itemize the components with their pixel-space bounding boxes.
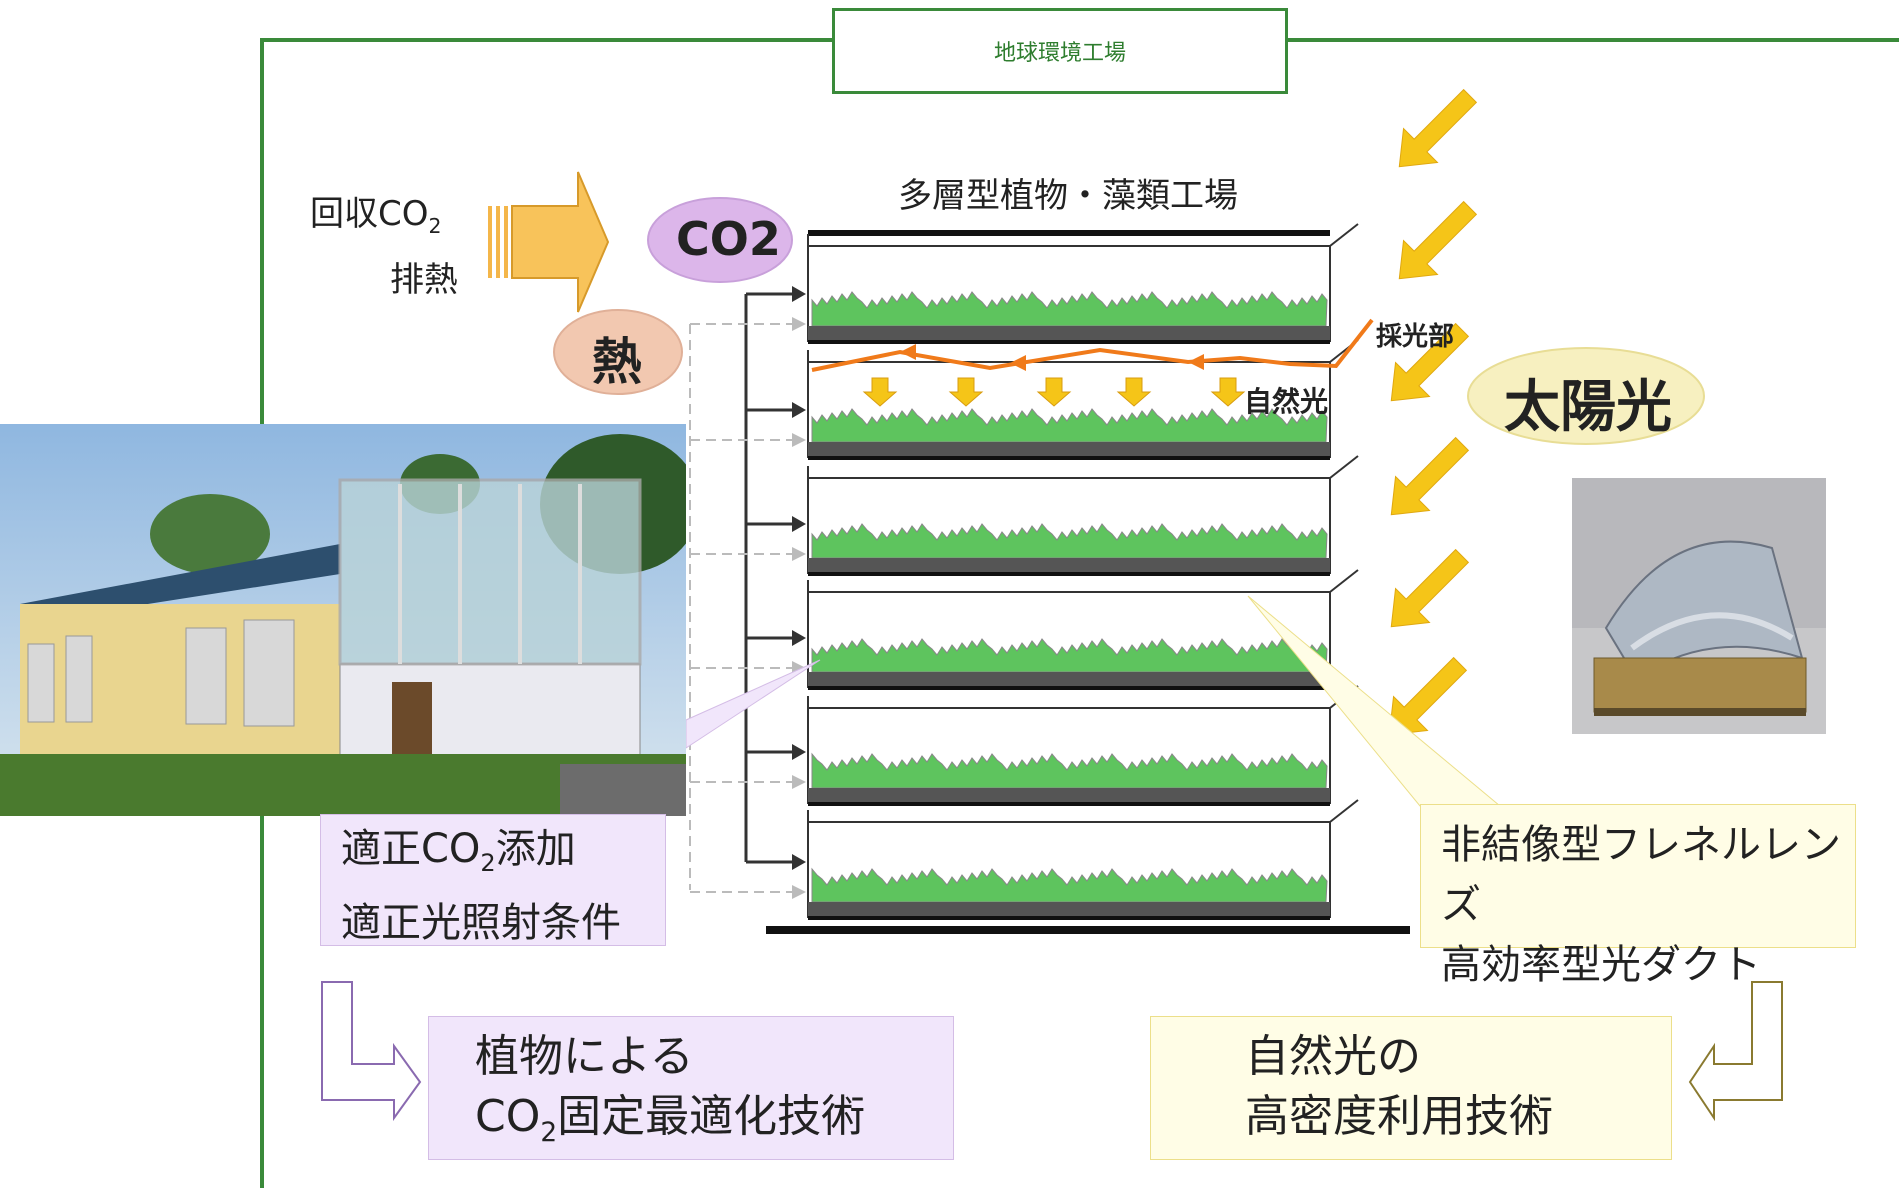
sun-bubble: 太陽光 — [1504, 375, 1672, 440]
bottom-left-line1: 植物による — [475, 1031, 694, 1082]
co2-bubble-shape — [647, 197, 793, 283]
duct-arrowheads — [900, 344, 1204, 371]
title-box: 地球環境工場 — [832, 8, 1288, 94]
distribution-arrowhead — [792, 630, 806, 646]
shelf-floor — [808, 456, 1330, 460]
distribution-lines — [689, 286, 806, 899]
shelf-tray — [808, 558, 1330, 572]
shelf-floor — [808, 802, 1330, 806]
bottom-right-box: 自然光の 高密度利用技術 — [1150, 1016, 1672, 1160]
sun-arrow — [1390, 322, 1470, 402]
downlight-arrow — [862, 377, 898, 407]
distribution-arrowhead — [792, 516, 806, 532]
sun-arrow — [1390, 436, 1470, 516]
downlight-arrow — [1210, 377, 1246, 407]
sun-arrows — [1388, 88, 1478, 736]
sun-bubble-shape — [1467, 347, 1705, 445]
distribution-arrowhead — [792, 744, 806, 760]
heat-bubble-shape — [553, 309, 683, 395]
downlight-arrow — [948, 377, 984, 407]
sun-arrow — [1398, 200, 1478, 280]
heat-bubble: 熱 — [592, 333, 642, 391]
sun-arrow — [1390, 548, 1470, 628]
sun-arrow-shape — [1398, 88, 1478, 168]
right-info-line1: 非結像型フレネルレンズ — [1441, 822, 1841, 928]
sun-arrow — [1398, 88, 1478, 168]
shelf-floor — [808, 340, 1330, 344]
left-info-line2: 適正光照射条件 — [341, 900, 621, 946]
heat-arrowhead — [792, 433, 806, 447]
input-heat-label: 排熱 — [390, 260, 458, 300]
rack-shelf — [807, 455, 1359, 576]
shelf-floor — [808, 686, 1330, 690]
shelf-collector — [1329, 569, 1359, 593]
bottom-right-line2: 高密度利用技術 — [1245, 1091, 1553, 1142]
fresnel-photo — [1572, 478, 1826, 734]
heat-arrowhead — [792, 317, 806, 331]
plant-bed — [811, 752, 1328, 789]
rack-shelf — [807, 685, 1359, 806]
plant-bed — [811, 523, 1328, 559]
plant-bed — [811, 291, 1328, 327]
sun-arrow-shape — [1390, 322, 1470, 402]
natural-light-label: 自然光 — [1244, 385, 1329, 418]
factory-racks — [807, 223, 1359, 920]
input-co2-label: 回収CO2 — [310, 194, 442, 238]
bottom-left-box: 植物による CO2固定最適化技術 — [428, 1016, 954, 1160]
downlight-arrow — [1036, 377, 1072, 407]
shelf-tray — [808, 326, 1330, 340]
distribution-arrowhead — [792, 402, 806, 418]
left-info-box: 適正CO2添加 適正光照射条件 — [320, 814, 666, 946]
distribution-arrowhead — [792, 854, 806, 870]
right-info-line2: 高効率型光ダクト — [1441, 942, 1761, 988]
shelf-floor — [808, 572, 1330, 576]
base-platform — [766, 926, 1410, 934]
rack-shelf — [807, 223, 1359, 344]
rack-top-bar — [808, 230, 1330, 236]
shelf-collector — [1329, 799, 1359, 823]
shelf-collector — [1329, 455, 1359, 479]
sun-arrow-shape — [1398, 200, 1478, 280]
greenhouse-photo — [0, 424, 686, 816]
heat-arrowhead — [792, 885, 806, 899]
distribution-arrowhead — [792, 286, 806, 302]
shelf-collector — [1329, 223, 1359, 247]
heat-arrowhead — [792, 547, 806, 561]
bottom-right-arrow — [1688, 981, 1783, 1122]
rack-shelf — [807, 339, 1359, 460]
bottom-left-line2: CO2固定最適化技術 — [475, 1091, 866, 1148]
downlight-arrows — [862, 377, 1246, 407]
shelf-tray — [808, 672, 1330, 686]
shelf-tray — [808, 902, 1330, 916]
input-arrow — [488, 171, 610, 313]
bottom-left-arrow — [321, 981, 422, 1122]
left-callout-wedge — [685, 659, 821, 749]
factory-label: 多層型植物・藻類工場 — [898, 176, 1238, 216]
bottom-right-line1: 自然光の — [1245, 1031, 1421, 1082]
shelf-tray — [808, 788, 1330, 802]
shelf-tray — [808, 442, 1330, 456]
shelf-floor — [808, 916, 1330, 920]
co2-bubble: CO2 — [676, 212, 781, 266]
rack-shelf — [807, 799, 1359, 920]
rack-shelf — [807, 569, 1359, 690]
sun-arrow-shape — [1390, 436, 1470, 516]
plant-bed — [811, 638, 1328, 673]
plant-bed — [811, 408, 1328, 443]
heat-arrowhead — [792, 775, 806, 789]
title-text: 地球環境工場 — [993, 41, 1126, 66]
right-info-box: 非結像型フレネルレンズ 高効率型光ダクト — [1420, 804, 1856, 988]
collector-label: 採光部 — [1376, 322, 1455, 352]
plant-bed — [811, 867, 1328, 903]
downlight-arrow — [1116, 377, 1152, 407]
sun-arrow-shape — [1390, 548, 1470, 628]
left-info-line1: 適正CO2添加 — [341, 826, 576, 877]
